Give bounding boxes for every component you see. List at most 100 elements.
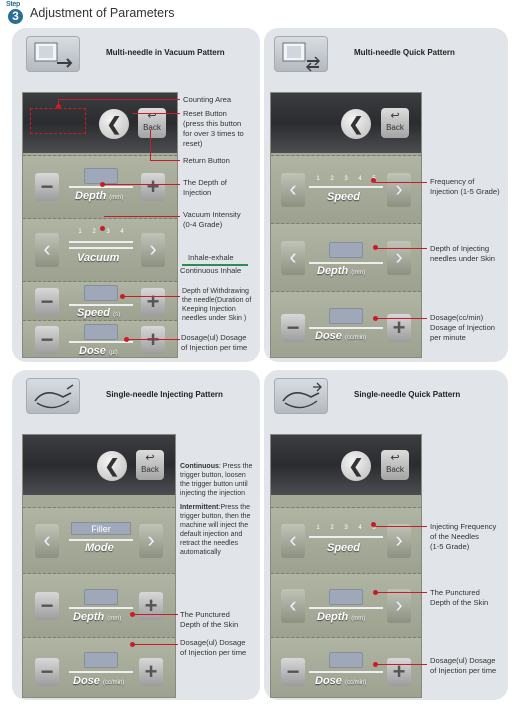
single-quick-arrow-button[interactable]: ❮ [341,451,371,481]
sq-dose-plus-button[interactable]: + [387,658,411,686]
single-depth-pointer [134,614,178,615]
vacuum-right-button[interactable]: › [141,233,165,267]
depth-plus-button[interactable]: + [141,173,165,201]
quick-speed-left-button[interactable]: ‹ [281,173,305,207]
quick-dose-label: Dose (cc/min) [315,330,367,342]
note-sq-dose: Dosage(ul) Dosage of Injection per time [430,656,497,675]
dose-value-box [84,324,118,340]
back-label: Back [143,123,161,132]
multi-needle-handpiece-icon [26,36,80,72]
mode-right-button[interactable]: › [139,524,163,558]
note-counting-area: Counting Area [183,95,232,104]
sq-depth-right-button[interactable]: › [387,589,411,623]
depth-underline [69,186,133,188]
note-quick-speed: Frequency of Injection (1-5 Grade) [430,177,500,196]
back-label: Back [386,123,404,132]
quick-speed-scale-line [309,186,383,188]
sq-dose-underline [309,671,383,673]
sq-depth-row: ‹ Depth (mm) › [271,573,421,637]
note-quick-depth: Depth of Injecting needles under Skin [430,244,496,263]
return-icon: ↩ [145,452,155,464]
note-dose: Dosage(ul) Dosage of Injection per time [181,333,248,352]
vacuum-dose-row: − Dose (µl) + [23,320,177,357]
single-dose-label: Dose (cc/min) [73,675,125,687]
return-icon: ↩ [390,452,400,464]
quick-dose-minus-button[interactable]: − [281,314,305,342]
quick-back-button[interactable]: ↩Back [381,108,409,138]
quick-depth-row: ‹ Depth (mm) › [271,223,421,291]
quick-speed-label: Speed [327,191,361,203]
dose-minus-button[interactable]: − [35,326,59,354]
single-depth-dot [130,612,135,617]
sq-depth-label: Depth (mm) [317,611,366,623]
depth-minus-button[interactable]: − [35,173,59,201]
sq-depth-left-button[interactable]: ‹ [281,589,305,623]
note-continuous-mode: Continuous: Press the trigger button, lo… [180,463,253,497]
sq-speed-dot [371,522,376,527]
single-mode-row: ‹ Filler Mode › [23,507,175,573]
quick-pattern-title: Multi-needle Quick Pattern [354,48,455,57]
note-single-depth: The Punctured Depth of the Skin [180,610,239,629]
quick-depth-right-button[interactable]: › [387,241,411,275]
mode-left-button[interactable]: ‹ [35,524,59,558]
counting-pointer [58,99,180,100]
speed-value-box [84,285,118,301]
single-depth-plus-button[interactable]: + [139,592,163,620]
reset-arrow-button[interactable]: ❮ [99,109,129,139]
single-depth-minus-button[interactable]: − [35,592,59,620]
note-sq-speed: Injecting Frequency of the Needles (1-5 … [430,522,497,551]
dose-pointer [128,339,180,340]
quick-depth-value-box [329,242,363,258]
vacuum-left-button[interactable]: ‹ [35,233,59,267]
single-dose-plus-button[interactable]: + [139,658,163,686]
sq-speed-right-button[interactable]: › [387,524,411,558]
note-quick-dose: Dosage(cc/min) Dosage of Injection per m… [430,313,496,342]
vacuum-underline [69,247,133,249]
inhale-exhale-line [182,264,248,266]
note-return-button: Return Button [183,156,230,165]
speed-plus-button[interactable]: + [141,288,165,316]
single-needle-icon [26,378,80,414]
vacuum-pointer [104,216,180,217]
quick-depth-label: Depth (mm) [317,265,366,277]
sq-dose-label: Dose (cc/min) [315,675,367,687]
sq-speed-left-button[interactable]: ‹ [281,524,305,558]
note-single-dose: Dosage(ul) Dosage of Injection per time [180,638,247,657]
sq-depth-underline [309,607,383,609]
depth-pointer [104,184,180,185]
back-label: Back [141,465,159,474]
mode-underline [69,539,133,541]
single-quick-pattern-title: Single-needle Quick Pattern [354,390,461,399]
speed-label: Speed (s) [77,307,121,319]
speed-minus-button[interactable]: − [35,288,59,316]
single-quick-back-button[interactable]: ↩Back [381,450,409,480]
single-device-screen: ❮ ↩Back ‹ Filler Mode › − Depth (mm) + −… [22,434,176,698]
vacuum-title-row: Multi-needle in Vacuum Pattern [26,36,276,72]
sq-dose-minus-button[interactable]: − [281,658,305,686]
single-back-button[interactable]: ↩Back [136,450,164,480]
mode-label: Mode [85,542,114,554]
counting-dot [56,104,61,109]
dose-dot [124,337,129,342]
quick-speed-right-button[interactable]: › [387,173,411,207]
quick-arrow-button[interactable]: ❮ [341,109,371,139]
dose-underline [69,341,133,343]
note-vacuum-intensity: Vacuum Intensity (0-4 Grade) [183,210,241,229]
vacuum-scale-line [69,241,133,243]
vacuum-speed-row: − Speed (s) + [23,281,177,320]
single-dose-minus-button[interactable]: − [35,658,59,686]
quick-dose-value-box [329,308,363,324]
single-arrow-button[interactable]: ❮ [97,451,127,481]
sq-dose-pointer [377,664,427,665]
single-pattern-title: Single-needle Injecting Pattern [106,390,223,399]
quick-speed-dot [371,178,376,183]
quick-dose-pointer [377,318,427,319]
quick-depth-left-button[interactable]: ‹ [281,241,305,275]
single-quick-title-row: Single-needle Quick Pattern [274,378,516,414]
dose-plus-button[interactable]: + [141,326,165,354]
